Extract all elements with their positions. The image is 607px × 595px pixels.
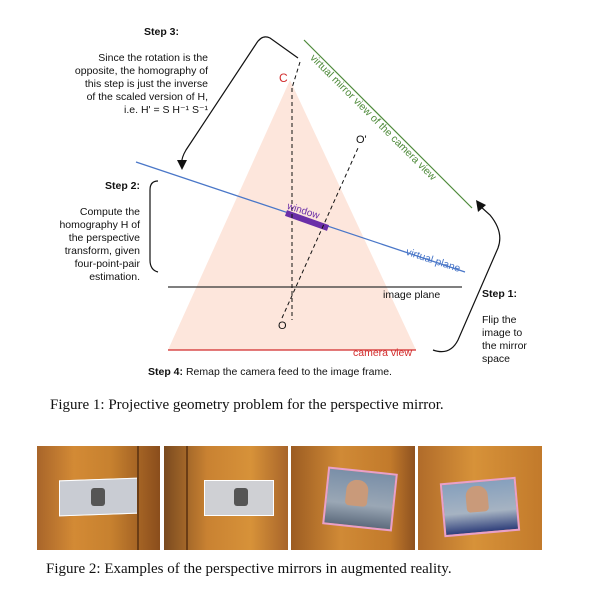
step3-line: this step is just the inverse — [84, 78, 208, 90]
step2-line: homography H of — [59, 219, 140, 231]
step3-line: opposite, the homography of — [74, 65, 208, 77]
step1-title: Step 1: — [482, 288, 518, 300]
step1-line: image to — [482, 327, 523, 339]
step3-block: Step 3: Since the rotation is the opposi… — [40, 26, 208, 117]
mirror-object — [91, 488, 105, 506]
dashed-line-top — [291, 61, 301, 89]
ar-example-photo-4 — [418, 446, 542, 550]
step2-line: estimation. — [89, 271, 140, 283]
figure1-caption: Figure 1: Projective geometry problem fo… — [50, 397, 444, 413]
step3-arrowhead — [177, 160, 187, 170]
mirror-object — [234, 488, 248, 506]
ar-example-photo-1 — [37, 446, 160, 550]
step4-title: Step 4: — [148, 366, 184, 378]
step2-line: Compute the — [79, 206, 140, 218]
label-camera-view: camera view — [353, 347, 412, 359]
step3-line: of the scaled version of H, — [86, 91, 208, 103]
label-o: O — [278, 320, 287, 332]
step1-arrow — [432, 205, 501, 353]
label-c: C — [279, 71, 288, 85]
step2-block: Step 2: Compute the homography H of the … — [40, 180, 140, 284]
mirror-person — [344, 478, 370, 508]
mirror-person — [464, 485, 490, 513]
step2-line: four-point-pair — [74, 258, 140, 270]
figure2-caption: Figure 2: Examples of the perspective mi… — [46, 561, 452, 577]
step3-line: Since the rotation is the — [98, 52, 208, 64]
step2-line: transform, given — [64, 245, 140, 257]
step4-text: Remap the camera feed to the image frame… — [185, 366, 392, 378]
step1-line: the mirror — [482, 340, 527, 352]
ar-example-photo-3 — [291, 446, 415, 550]
label-image-plane: image plane — [383, 289, 441, 301]
step3-line: i.e. H' = S H⁻¹ S⁻¹ — [124, 104, 208, 116]
step1-line: space — [482, 353, 511, 365]
step1-line: Flip the — [482, 314, 517, 326]
virtual-mirror-view-line — [303, 39, 473, 209]
step2-bracket — [149, 180, 159, 273]
step1-block: Step 1: Flip the image to the mirror spa… — [482, 288, 562, 366]
wall-seam — [137, 446, 139, 550]
window-bar — [284, 210, 330, 231]
step1-arrowhead — [476, 200, 486, 212]
ar-example-photo-2 — [164, 446, 288, 550]
dashed-line-oprime — [281, 147, 359, 319]
projective-geometry-diagram — [135, 36, 501, 353]
wall-seam — [186, 446, 188, 550]
label-o-prime: O' — [356, 134, 367, 146]
step2-title: Step 2: — [104, 180, 140, 192]
step2-line: the perspective — [68, 232, 140, 244]
step3-title: Step 3: — [144, 26, 180, 38]
step4-block: Step 4: Remap the camera feed to the ima… — [148, 366, 392, 378]
